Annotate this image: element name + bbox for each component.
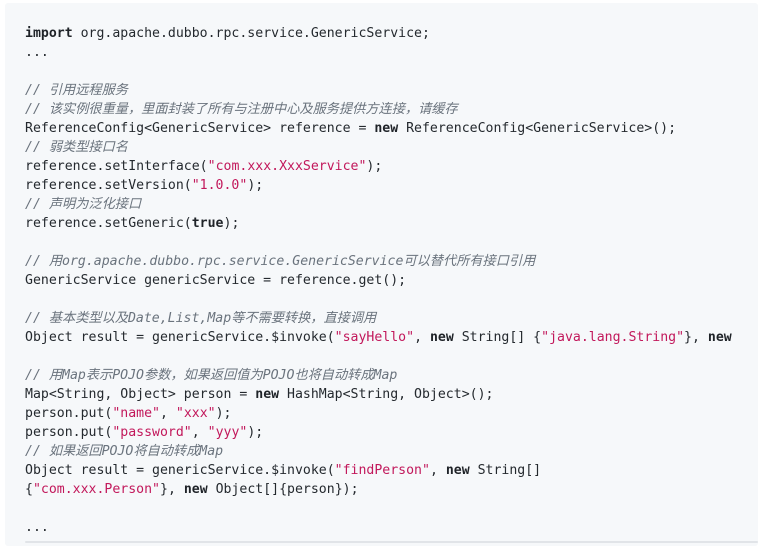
keyword-token: new — [183, 482, 208, 497]
string-token: "password" — [112, 425, 192, 440]
code-line — [25, 62, 753, 81]
string-token: "1.0.0" — [191, 178, 248, 193]
string-token: "com.xxx.Person" — [32, 482, 160, 497]
code-line: GenericService genericService = referenc… — [25, 271, 753, 290]
code-token: }, — [160, 482, 184, 497]
keyword-token: import — [25, 26, 73, 41]
code-token: , — [159, 406, 176, 421]
comment-token: // 用Map表示POJO参数，如果返回值为POJO也将自动转成Map — [25, 368, 398, 383]
code-token: ); — [366, 159, 383, 174]
string-token: "yyy" — [207, 425, 248, 440]
comment-token: // 该实例很重量，里面封装了所有与注册中心及服务提供方连接，请缓存 — [25, 102, 458, 117]
code-token: reference.setGeneric( — [25, 216, 192, 231]
code-token: Object result = genericService.$invoke( — [25, 463, 335, 478]
code-token: }, — [684, 330, 708, 345]
code-line: Map<String, Object> person = new HashMap… — [25, 385, 753, 404]
code-token: Object result = genericService.$invoke( — [25, 330, 335, 345]
code-token: , — [191, 425, 208, 440]
comment-token: // 声明为泛化接口 — [25, 197, 142, 212]
code-token: String[] { — [453, 330, 542, 345]
comment-token: // 引用远程服务 — [25, 83, 128, 98]
code-token: GenericService genericService = referenc… — [25, 273, 407, 288]
code-token: ReferenceConfig<GenericService> referenc… — [25, 121, 375, 136]
code-token: ); — [215, 406, 232, 421]
code-line: ... — [25, 43, 753, 62]
string-token: "xxx" — [175, 406, 216, 421]
comment-token: // 如果返回POJO将自动转成Map — [25, 444, 224, 459]
code-token: ReferenceConfig<GenericService>(); — [398, 121, 677, 136]
comment-token: // 弱类型接口名 — [25, 140, 128, 155]
code-line: reference.setVersion("1.0.0"); — [25, 176, 753, 195]
code-token: ... — [25, 520, 49, 535]
code-line: {"com.xxx.Person"}, new Object[]{person}… — [25, 480, 753, 499]
code-token: { — [25, 482, 33, 497]
code-token: person.put( — [25, 425, 113, 440]
keyword-token: new — [445, 463, 470, 478]
code-line — [25, 499, 753, 518]
code-line: // 基本类型以及Date,List,Map等不需要转换，直接调用 — [25, 309, 753, 328]
code-line: // 用org.apache.dubbo.rpc.service.Generic… — [25, 252, 753, 271]
string-token: "findPerson" — [334, 463, 430, 478]
keyword-token: new — [429, 330, 454, 345]
code-token: person.put( — [25, 406, 113, 421]
code-line: person.put("name", "xxx"); — [25, 404, 753, 423]
code-line: Object result = genericService.$invoke("… — [25, 461, 753, 480]
comment-token: // 用org.apache.dubbo.rpc.service.Generic… — [25, 254, 536, 269]
code-line: // 弱类型接口名 — [25, 138, 753, 157]
keyword-token: true — [191, 216, 224, 231]
code-line — [25, 347, 753, 366]
keyword-token: new — [374, 121, 399, 136]
keyword-token: new — [707, 330, 732, 345]
code-token: HashMap<String, Object>(); — [279, 387, 494, 402]
code-line — [25, 290, 753, 309]
code-line: // 如果返回POJO将自动转成Map — [25, 442, 753, 461]
code-line: person.put("password", "yyy"); — [25, 423, 753, 442]
code-line: // 用Map表示POJO参数，如果返回值为POJO也将自动转成Map — [25, 366, 753, 385]
string-token: "com.xxx.XxxService" — [207, 159, 367, 174]
code-line: reference.setInterface("com.xxx.XxxServi… — [25, 157, 753, 176]
code-token: Object[]{person}); — [207, 482, 359, 497]
code-line — [25, 233, 753, 252]
code-line: reference.setGeneric(true); — [25, 214, 753, 233]
code-line: // 引用远程服务 — [25, 81, 753, 100]
code-token: , — [429, 463, 446, 478]
comment-token: // 基本类型以及Date,List,Map等不需要转换，直接调用 — [25, 311, 377, 326]
code-token: ... — [25, 45, 49, 60]
code-line: Object result = genericService.$invoke("… — [25, 328, 753, 347]
code-content[interactable]: import org.apache.dubbo.rpc.service.Gene… — [25, 24, 753, 537]
code-line: // 声明为泛化接口 — [25, 195, 753, 214]
keyword-token: new — [255, 387, 280, 402]
string-token: "java.lang.String" — [541, 330, 685, 345]
horizontal-scrollbar[interactable] — [25, 541, 758, 543]
code-token: ); — [247, 425, 264, 440]
code-token: org.apache.dubbo.rpc.service.GenericServ… — [72, 26, 430, 41]
code-block: import org.apache.dubbo.rpc.service.Gene… — [5, 3, 758, 546]
code-token: reference.setVersion( — [25, 178, 192, 193]
string-token: "name" — [112, 406, 160, 421]
string-token: "sayHello" — [334, 330, 415, 345]
code-token: ); — [223, 216, 240, 231]
code-token: , — [414, 330, 430, 345]
code-token: reference.setInterface( — [25, 159, 208, 174]
code-token: ); — [247, 178, 264, 193]
code-line: ReferenceConfig<GenericService> referenc… — [25, 119, 753, 138]
code-line: import org.apache.dubbo.rpc.service.Gene… — [25, 24, 753, 43]
code-line: ... — [25, 518, 753, 537]
code-token: Map<String, Object> person = — [25, 387, 256, 402]
code-token: String[] — [469, 463, 542, 478]
code-line: // 该实例很重量，里面封装了所有与注册中心及服务提供方连接，请缓存 — [25, 100, 753, 119]
